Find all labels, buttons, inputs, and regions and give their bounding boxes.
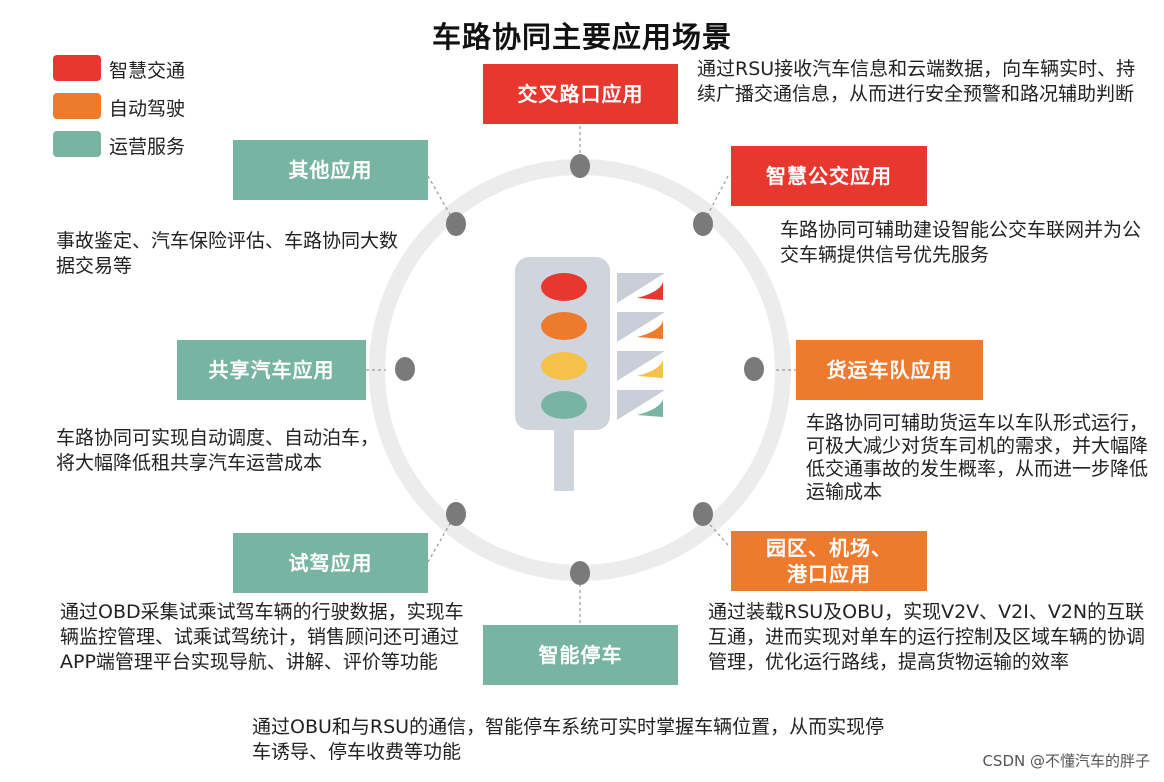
dot-intersection bbox=[570, 154, 590, 178]
dot-parking bbox=[570, 561, 590, 585]
legend-swatch-green bbox=[53, 131, 101, 157]
park-box: 园区、机场、 港口应用 bbox=[731, 531, 927, 591]
intersection-desc: 通过RSU接收汽车信息和云端数据，向车辆实时、持续广播交通信息，从而进行安全预警… bbox=[697, 58, 1136, 105]
legend-label: 智慧交通 bbox=[109, 60, 186, 82]
connectors bbox=[366, 126, 796, 624]
freight-box: 货运车队应用 bbox=[796, 340, 983, 400]
other-box: 其他应用 bbox=[233, 140, 428, 200]
other-desc: 事故鉴定、汽车保险评估、车路协同大数据交易等 bbox=[56, 230, 399, 277]
bus-desc: 车路协同可辅助建设智能公交车联网并为公交车辆提供信号优先服务 bbox=[780, 219, 1142, 266]
legend-label: 自动驾驶 bbox=[109, 98, 186, 120]
freight-desc: 车路协同可辅助货运车以车队形式运行，可极大减少对货车司机的需求，并大幅降低交通事… bbox=[806, 412, 1149, 503]
dot-other bbox=[446, 212, 466, 236]
legend-swatch-orange bbox=[53, 93, 101, 119]
dot-sharing bbox=[395, 357, 415, 381]
sharing-desc: 车路协同可实现自动调度、自动泊车，将大幅降低租共享汽车运营成本 bbox=[56, 427, 380, 474]
ring-dots bbox=[395, 154, 764, 585]
dot-test-drive bbox=[446, 502, 466, 526]
parking-desc: 通过OBU和与RSU的通信，智能停车系统可实时掌握车辆位置，从而实现停车诱导、停… bbox=[252, 716, 885, 763]
dot-freight bbox=[744, 357, 764, 381]
test-drive-box: 试驾应用 bbox=[233, 533, 428, 593]
watermark: CSDN @不懂汽车的胖子 bbox=[982, 752, 1150, 770]
parking-box: 智能停车 bbox=[483, 625, 678, 685]
test-drive-desc: 通过OBD采集试乘试驾车辆的行驶数据，实现车辆监控管理、试乘试驾统计，销售顾问还… bbox=[60, 601, 464, 673]
dot-bus bbox=[693, 212, 713, 236]
intersection-box: 交叉路口应用 bbox=[483, 64, 678, 124]
park-label-line1: 园区、机场、 bbox=[766, 536, 892, 560]
page-title: 车路协同主要应用场景 bbox=[431, 20, 732, 54]
traffic-light-icon bbox=[515, 257, 665, 491]
park-label-line2: 港口应用 bbox=[787, 562, 871, 586]
sharing-box: 共享汽车应用 bbox=[177, 340, 366, 400]
legend-swatch-red bbox=[53, 55, 101, 81]
park-desc: 通过装载RSU及OBU，实现V2V、V2I、V2N的互联互通，进而实现对单车的运… bbox=[708, 601, 1146, 673]
legend-label: 运营服务 bbox=[109, 136, 186, 158]
bus-box: 智慧公交应用 bbox=[731, 146, 927, 206]
dot-park bbox=[693, 502, 713, 526]
